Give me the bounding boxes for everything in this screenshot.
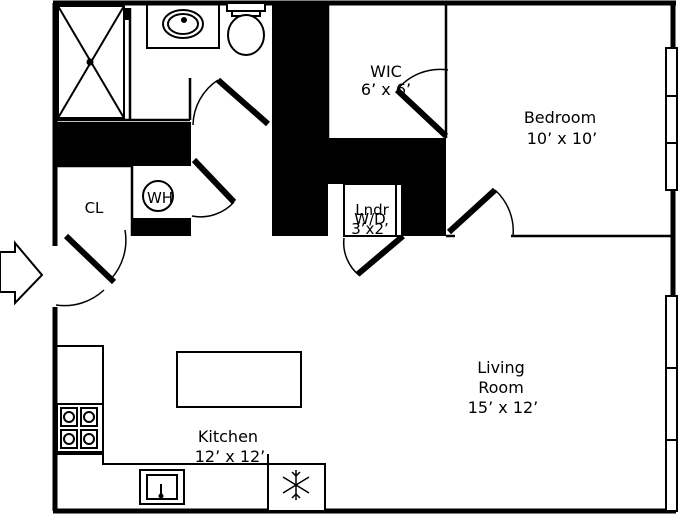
doors [55, 68, 514, 307]
living-room-label-line1: Living [477, 358, 525, 377]
entry-arrow-icon [0, 240, 44, 306]
wall-masses [55, 3, 446, 236]
shower-marker [124, 8, 129, 20]
interior-walls [55, 3, 673, 238]
water-heater-label: WH [147, 189, 173, 207]
kitchen-sink [139, 469, 185, 505]
wic-size-label: 6’ x 6’ [361, 80, 411, 99]
laundry-closet [343, 183, 403, 237]
wic-label: WIC [370, 62, 402, 81]
bedroom-size-label: 10’ x 10’ [527, 129, 598, 148]
closet-label: CL [85, 199, 104, 217]
laundry-label: Lndr [355, 201, 389, 219]
toilet [226, 2, 266, 56]
laundry-appliance-label: W/D [354, 210, 385, 228]
bathroom-sink [146, 2, 220, 49]
water-heater-icon [142, 180, 174, 212]
kitchen-size-label: 12’ x 12’ [195, 447, 266, 466]
shower [57, 5, 125, 119]
stove-burners-icon [56, 403, 104, 453]
bedroom-label: Bedroom [524, 108, 596, 127]
windows [665, 47, 678, 512]
living-room-size-label: 15’ x 12’ [468, 398, 539, 417]
living-room-label-line2: Room [478, 378, 524, 397]
kitchen-island [176, 351, 302, 408]
laundry-size-label: 3’x2’ [351, 220, 389, 238]
snowflake-icon [282, 470, 310, 500]
kitchen-label: Kitchen [198, 427, 258, 446]
